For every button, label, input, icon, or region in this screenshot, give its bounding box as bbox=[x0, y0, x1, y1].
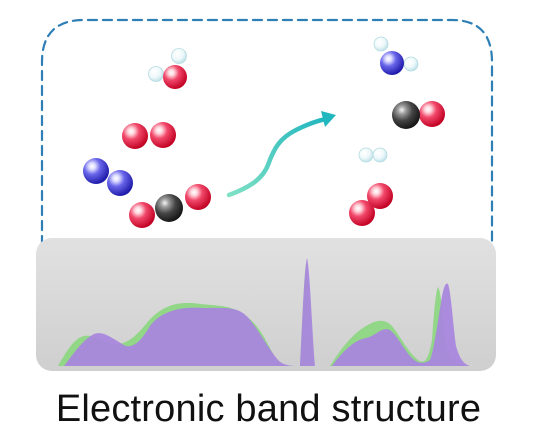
oxygen-atom bbox=[349, 200, 375, 226]
band-trace-purple bbox=[64, 258, 470, 366]
hydrogen-atom bbox=[171, 48, 187, 64]
figure-caption: Electronic band structure bbox=[55, 388, 482, 430]
dashed-frame bbox=[40, 18, 494, 247]
molecule-o2-left bbox=[122, 122, 176, 149]
oxygen-atom bbox=[163, 65, 187, 89]
molecule-o2-right bbox=[349, 183, 393, 226]
hydrogen-atom bbox=[148, 66, 164, 82]
hydrogen-atom bbox=[358, 147, 374, 163]
molecule-co2-left bbox=[129, 184, 211, 228]
nitrogen-atom bbox=[83, 158, 109, 184]
hydrogen-atom bbox=[403, 56, 419, 72]
oxygen-atom bbox=[150, 122, 176, 148]
molecule-n2-left bbox=[83, 158, 133, 196]
hydrogen-atom bbox=[373, 36, 389, 52]
reaction-arrow-icon bbox=[226, 111, 336, 198]
hydrogen-atom bbox=[372, 147, 388, 163]
band-structure-icon bbox=[58, 258, 470, 366]
molecule-h2o-left bbox=[148, 48, 187, 89]
molecule-h2-right bbox=[358, 147, 388, 163]
carbon-atom bbox=[392, 101, 420, 129]
carbon-atom bbox=[155, 194, 183, 222]
oxygen-atom bbox=[419, 101, 445, 127]
molecule-co-right bbox=[392, 101, 445, 129]
oxygen-atom bbox=[122, 123, 148, 149]
nitrogen-atom bbox=[107, 170, 133, 196]
oxygen-atom bbox=[129, 202, 155, 228]
oxygen-atom bbox=[185, 184, 211, 210]
oxygen-atom bbox=[367, 183, 393, 209]
molecule-nh2-right bbox=[373, 36, 419, 75]
nitrogen-atom bbox=[380, 51, 404, 75]
